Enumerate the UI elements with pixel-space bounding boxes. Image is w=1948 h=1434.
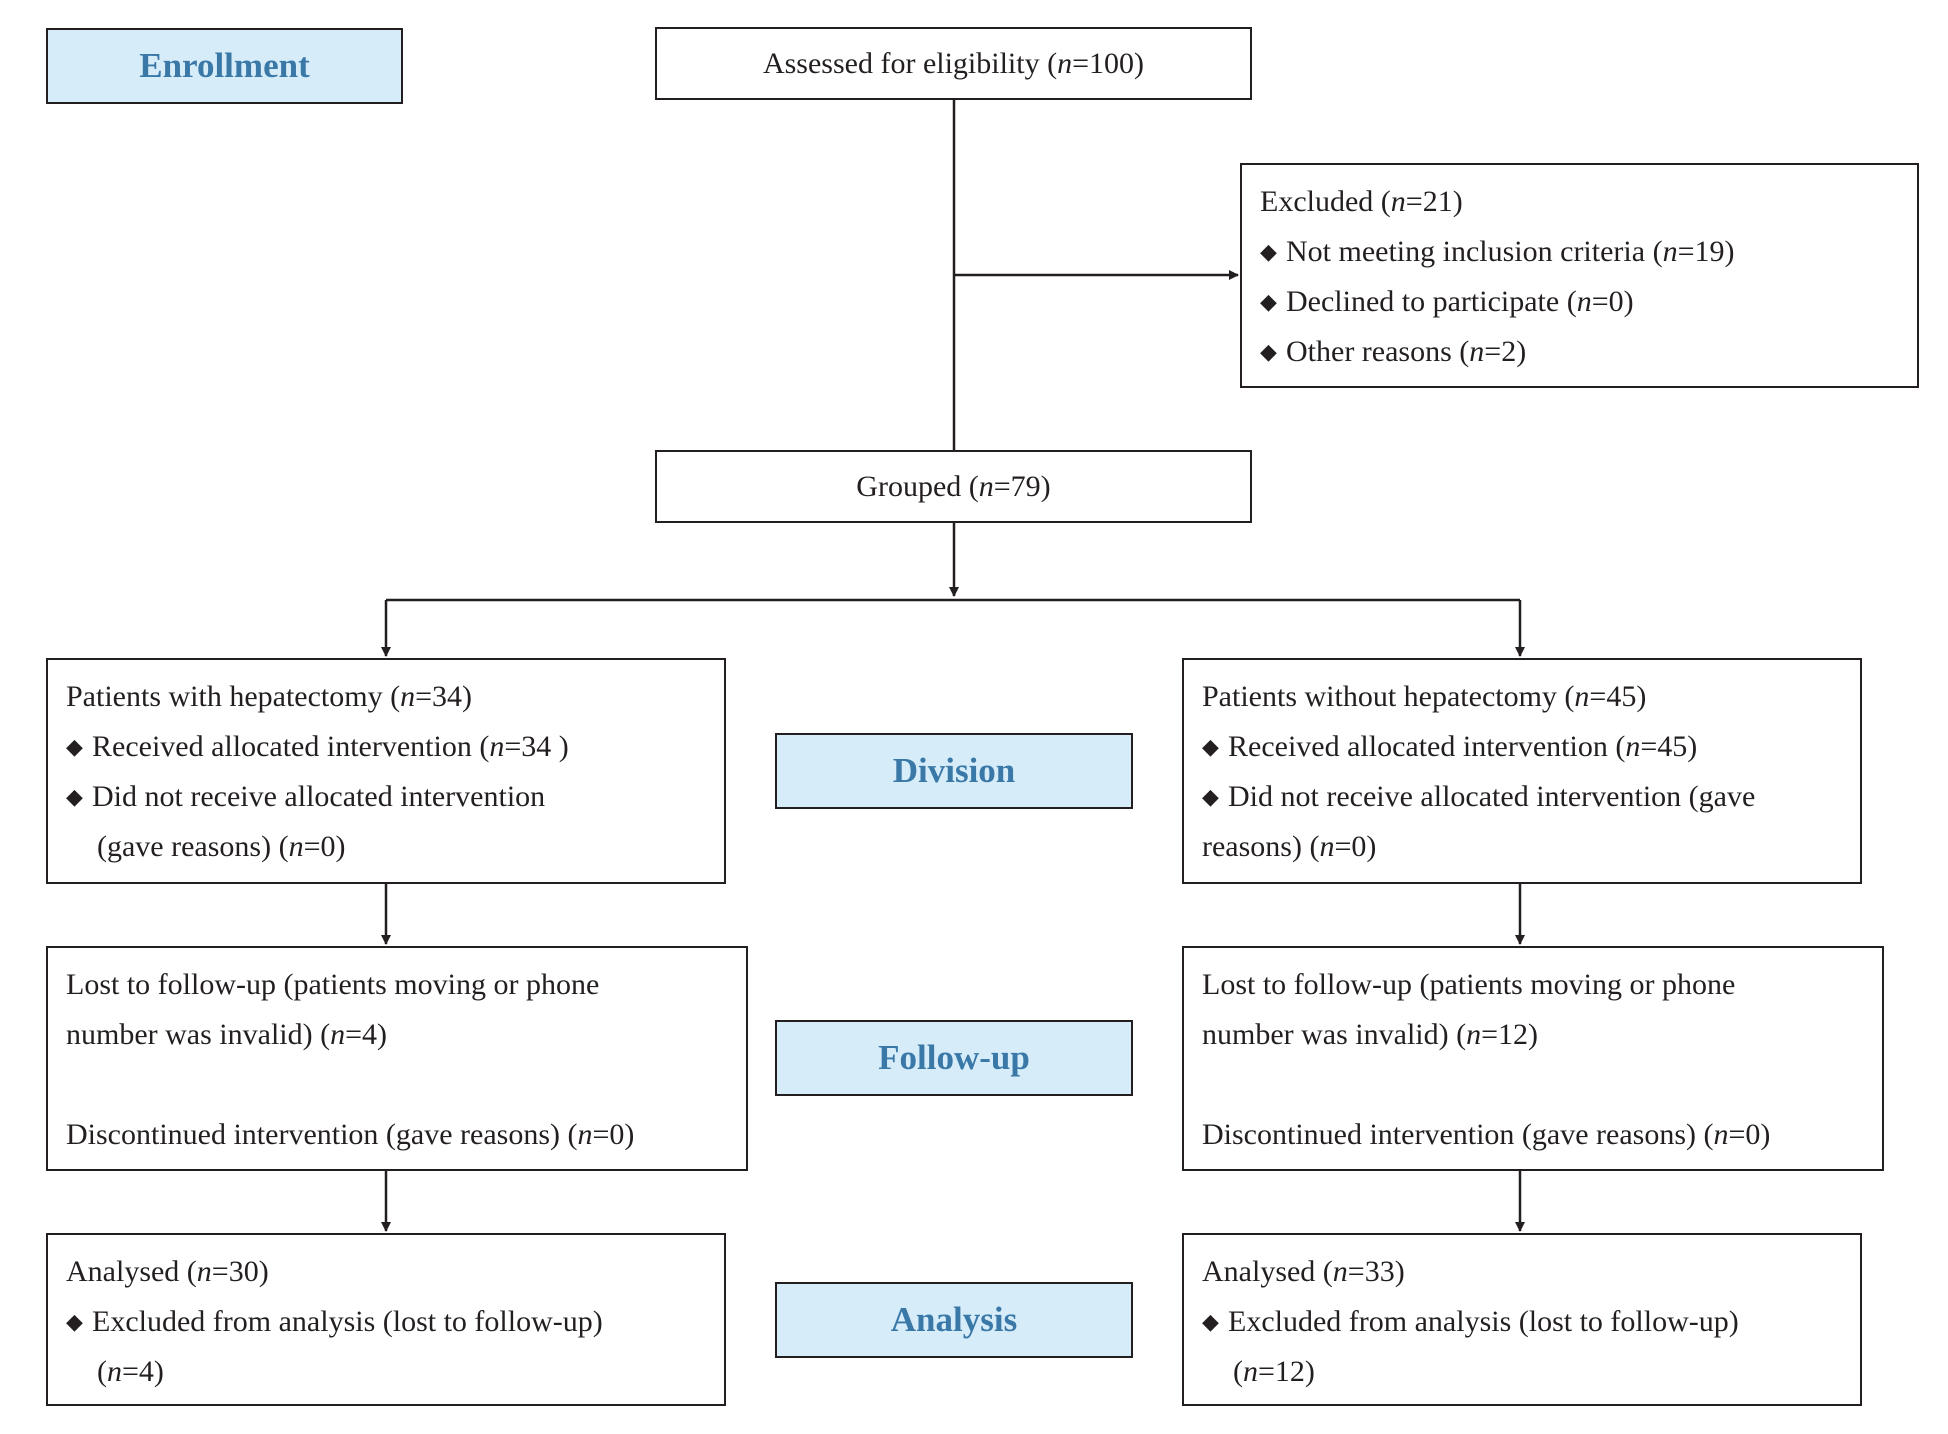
- left-followup-line: Lost to follow-up (patients moving or ph…: [66, 968, 600, 1001]
- assessed-box: Assessed for eligibility (n=100): [655, 27, 1252, 100]
- right-analysis-title: Analysed (n=33): [1202, 1255, 1405, 1288]
- bullet-icon: ◆: [1260, 289, 1277, 314]
- left-division-item: ◆Received allocated intervention (n=34 ): [66, 722, 724, 772]
- spacer: [66, 1060, 746, 1110]
- stage-division: Division: [775, 733, 1133, 809]
- grouped-box: Grouped (n=79): [655, 450, 1252, 523]
- right-division-item: ◆Received allocated intervention (n=45): [1202, 722, 1860, 772]
- left-analysis-title: Analysed (n=30): [66, 1255, 269, 1288]
- right-division-item: ◆Did not receive allocated intervention …: [1202, 772, 1860, 822]
- excluded-item: ◆Other reasons (n=2): [1260, 327, 1917, 377]
- bullet-icon: ◆: [1202, 734, 1219, 759]
- bullet-icon: ◆: [1202, 1309, 1219, 1334]
- stage-enrollment: Enrollment: [46, 28, 403, 104]
- bullet-icon: ◆: [66, 734, 83, 759]
- bullet-icon: ◆: [1260, 339, 1277, 364]
- bullet-icon: ◆: [1260, 239, 1277, 264]
- left-followup-box: Lost to follow-up (patients moving or ph…: [46, 946, 748, 1171]
- right-analysis-item: ◆Excluded from analysis (lost to follow-…: [1202, 1297, 1860, 1347]
- excluded-item: ◆Not meeting inclusion criteria (n=19): [1260, 227, 1917, 277]
- assessed-text: Assessed for eligibility (n=100): [762, 46, 1145, 80]
- grouped-text: Grouped (n=79): [856, 469, 1051, 503]
- right-followup-line: Lost to follow-up (patients moving or ph…: [1202, 968, 1736, 1001]
- stage-analysis: Analysis: [775, 1282, 1133, 1358]
- left-analysis-item-cont: (n=4): [97, 1355, 164, 1388]
- right-followup-line: number was invalid) (n=12): [1202, 1018, 1539, 1051]
- left-division-title: Patients with hepatectomy (n=34): [66, 680, 473, 713]
- left-division-box: Patients with hepatectomy (n=34) ◆Receiv…: [46, 658, 726, 884]
- left-analysis-item: ◆Excluded from analysis (lost to follow-…: [66, 1297, 724, 1347]
- left-division-item-cont: (gave reasons) (n=0): [97, 830, 346, 863]
- right-division-box: Patients without hepatectomy (n=45) ◆Rec…: [1182, 658, 1862, 884]
- bullet-icon: ◆: [1202, 784, 1219, 809]
- excluded-box: Excluded (n=21) ◆Not meeting inclusion c…: [1240, 163, 1919, 388]
- stage-follow-up: Follow-up: [775, 1020, 1133, 1096]
- left-analysis-box: Analysed (n=30) ◆Excluded from analysis …: [46, 1233, 726, 1406]
- right-analysis-box: Analysed (n=33) ◆Excluded from analysis …: [1182, 1233, 1862, 1406]
- bullet-icon: ◆: [66, 784, 83, 809]
- right-followup-box: Lost to follow-up (patients moving or ph…: [1182, 946, 1884, 1171]
- right-followup-line: Discontinued intervention (gave reasons)…: [1202, 1118, 1771, 1151]
- bullet-icon: ◆: [66, 1309, 83, 1334]
- right-analysis-item-cont: (n=12): [1233, 1355, 1315, 1388]
- spacer: [1202, 1060, 1882, 1110]
- left-division-item: ◆Did not receive allocated intervention: [66, 772, 724, 822]
- left-followup-line: Discontinued intervention (gave reasons)…: [66, 1118, 635, 1151]
- right-division-item-cont: reasons) (n=0): [1202, 830, 1377, 863]
- excluded-item: ◆Declined to participate (n=0): [1260, 277, 1917, 327]
- excluded-title: Excluded (n=21): [1260, 185, 1463, 218]
- left-followup-line: number was invalid) (n=4): [66, 1018, 388, 1051]
- right-division-title: Patients without hepatectomy (n=45): [1202, 680, 1647, 713]
